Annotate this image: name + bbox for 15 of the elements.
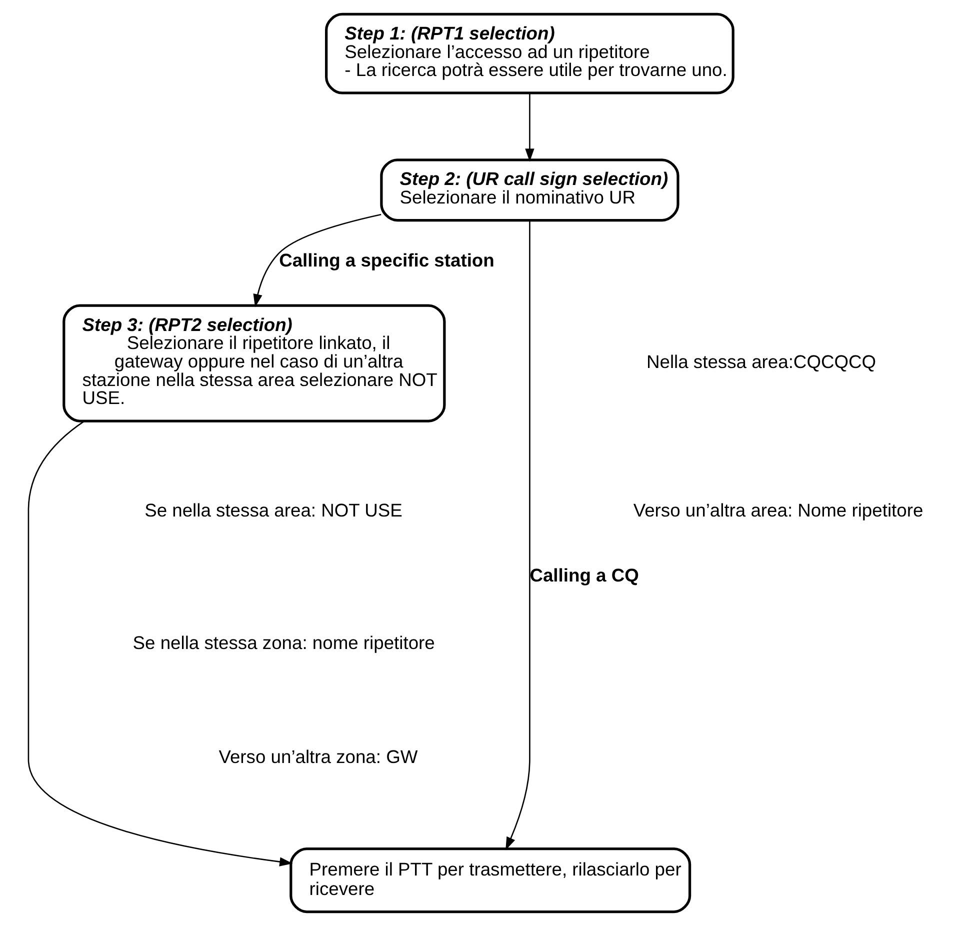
- edge-label: Calling a CQ: [529, 564, 638, 585]
- node-box: Step 1: (RPT1 selection) Selezionare l’accesso ad un ripetitore - La ricerca potrà essere utile per trovarne uno.: [324, 12, 734, 94]
- arrow: [252, 213, 381, 307]
- label: Verso un’altra area: Nome ripetitore: [632, 498, 923, 520]
- node-box: Step 2: (UR call sign selection) Selezionare il nominativo UR: [380, 158, 679, 222]
- node-box: Premere il PTT per trasmettere, rilasciarlo per ricevere: [289, 846, 691, 913]
- label: Nella stessa area:CQCQCQ: [646, 350, 876, 372]
- node-box: Step 3: (RPT2 selection) Selezionare il ripetitore linkato, il gateway oppure nel caso di un’altra stazione nella stessa area selezionare NOT USE.: [62, 304, 446, 422]
- arrow: [524, 92, 534, 162]
- edge-label: Calling a specific station: [278, 248, 494, 270]
- arrow: [505, 220, 530, 850]
- label: Verso un’altra zona: GW: [218, 746, 418, 767]
- label: Se nella stessa zona: nome ripetitore: [132, 631, 434, 652]
- label: Se nella stessa area: NOT USE: [144, 498, 402, 520]
- arrow: [27, 420, 292, 866]
